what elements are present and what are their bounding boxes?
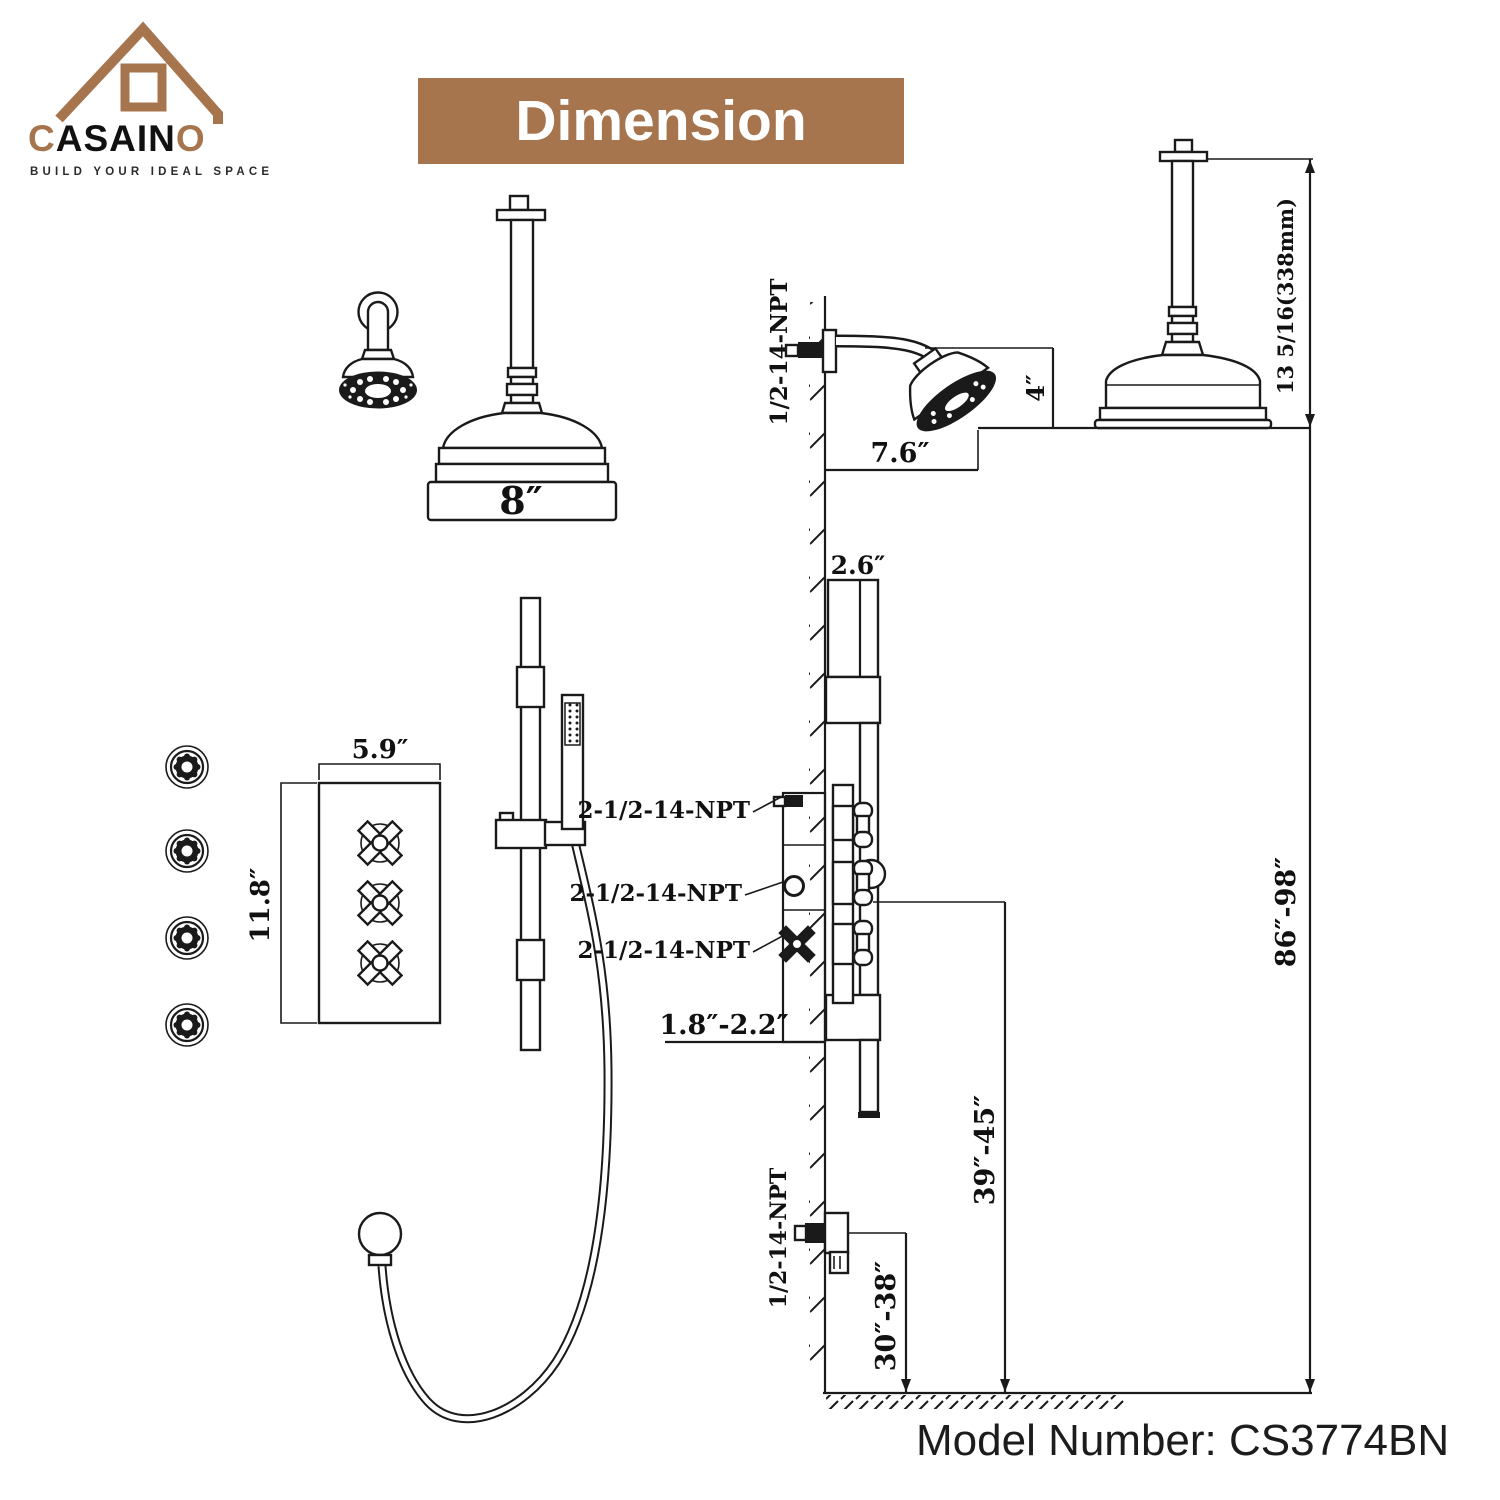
brand-logo: CASAINO BUILD YOUR IDEAL SPACE xyxy=(28,18,269,178)
dim-ceiling-height: 86″-98″ xyxy=(1271,857,1302,967)
dim-outlet-height: 30″-38″ xyxy=(871,1261,902,1371)
handle-stem xyxy=(852,859,874,907)
model-number: Model Number: CS3774BN xyxy=(916,1416,1449,1465)
dim-ceiling-drop: 13 5/16(338mm) xyxy=(1273,198,1298,394)
brand-letters-mid: ASAIN xyxy=(55,118,176,159)
hand-shower-figure xyxy=(357,596,613,1424)
handle-stem xyxy=(852,919,874,967)
brand-letter-o: O xyxy=(175,118,206,159)
banner-title: Dimension xyxy=(515,89,807,153)
wall-shower-head-install xyxy=(908,346,997,432)
body-jets-figure xyxy=(165,745,209,1047)
brand-tagline: BUILD YOUR IDEAL SPACE xyxy=(30,166,274,178)
cross-handle xyxy=(356,879,404,927)
rain-shower-head-figure: 8″ xyxy=(426,194,618,523)
dim-head-height: 4″ xyxy=(1021,374,1050,402)
hose-wall-connector xyxy=(357,1211,403,1257)
outlet-elbow xyxy=(793,1211,850,1275)
brand-letter-c: C xyxy=(28,118,56,159)
dim-bar-width: 2.6″ xyxy=(831,551,886,580)
cross-handle xyxy=(356,939,404,987)
body-jet xyxy=(165,916,209,960)
slider-clamp xyxy=(494,818,548,850)
cross-handle xyxy=(356,819,404,867)
dim-panel-height: 11.8″ xyxy=(246,868,276,943)
installation-diagram: 1/2-14-NPT 7.6″ 4″ xyxy=(570,138,1315,1409)
brand-name: CASAINO xyxy=(28,118,268,160)
dim-rain-head-width: 8″ xyxy=(499,478,542,523)
dimension-banner: Dimension xyxy=(418,78,904,164)
dim-npt-2: 2-1/2-14-NPT xyxy=(570,880,743,907)
dim-panel-width: 5.9″ xyxy=(352,735,409,765)
dim-arm-length: 7.6″ xyxy=(870,438,929,469)
valve-trim-install xyxy=(831,783,887,1005)
body-jet xyxy=(165,1003,209,1047)
wall-shower-head-figure xyxy=(339,291,417,409)
dim-valve-height: 39″-45″ xyxy=(970,1095,1001,1205)
dim-npt-bottom: 1/2-14-NPT xyxy=(766,1167,792,1308)
handle-stem xyxy=(852,801,874,849)
dim-npt-1: 2-1/2-14-NPT xyxy=(578,797,751,824)
floor-hatching xyxy=(826,1395,1124,1409)
dim-npt-3: 2-1/2-14-NPT xyxy=(578,937,751,964)
spray-nozzles xyxy=(343,376,413,405)
dim-valve-depth: 1.8″-2.2″ xyxy=(659,1010,788,1041)
rain-shower-head-install xyxy=(1093,138,1273,430)
body-jet xyxy=(165,829,209,873)
house-roof-icon xyxy=(55,21,223,124)
body-jet xyxy=(165,745,209,789)
valve-panel-figure: 5.9″ 11.8″ xyxy=(246,735,442,1025)
